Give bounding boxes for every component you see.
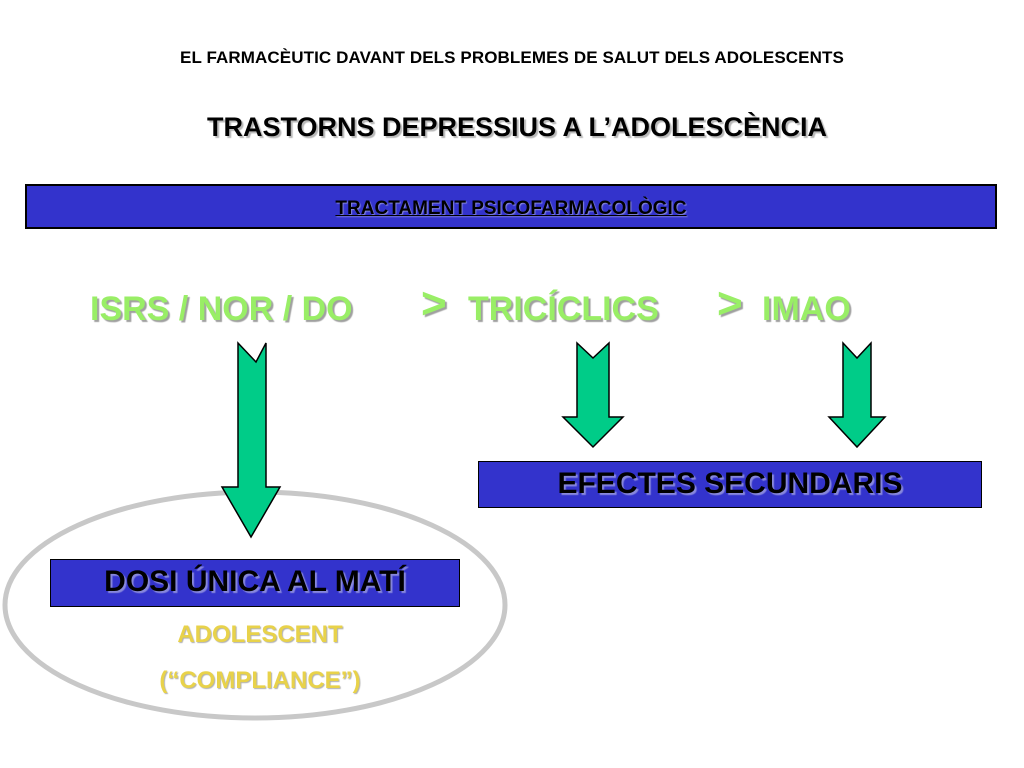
presentation-subtitle: EL FARMACÈUTIC DAVANT DELS PROBLEMES DE … <box>180 48 844 67</box>
greater-than-sign-1: > <box>421 279 447 328</box>
drug-group-tricyclics: TRICÍCLICS <box>468 290 659 328</box>
side-effects-label: EFECTES SECUNDARIS <box>557 467 903 500</box>
treatment-banner: TRACTAMENT PSICOFARMACOLÒGIC <box>25 184 997 229</box>
drug-group-maoi: IMAO <box>762 290 851 328</box>
down-arrow-icon <box>827 341 887 449</box>
down-arrow-icon <box>220 341 282 539</box>
single-dose-box: DOSI ÚNICA AL MATÍ <box>50 559 460 607</box>
adolescent-label: ADOLESCENT <box>177 621 343 648</box>
single-dose-label: DOSI ÚNICA AL MATÍ <box>104 565 406 598</box>
slide-title: TRASTORNS DEPRESSIUS A L’ADOLESCÈNCIA <box>206 112 828 142</box>
treatment-banner-label: TRACTAMENT PSICOFARMACOLÒGIC <box>335 198 687 219</box>
side-effects-box: EFECTES SECUNDARIS <box>478 461 982 508</box>
drug-group-ssri: ISRS / NOR / DO <box>90 290 353 328</box>
down-arrow-icon <box>561 341 625 449</box>
greater-than-sign-2: > <box>717 279 743 328</box>
compliance-label: (“COMPLIANCE”) <box>159 667 361 694</box>
